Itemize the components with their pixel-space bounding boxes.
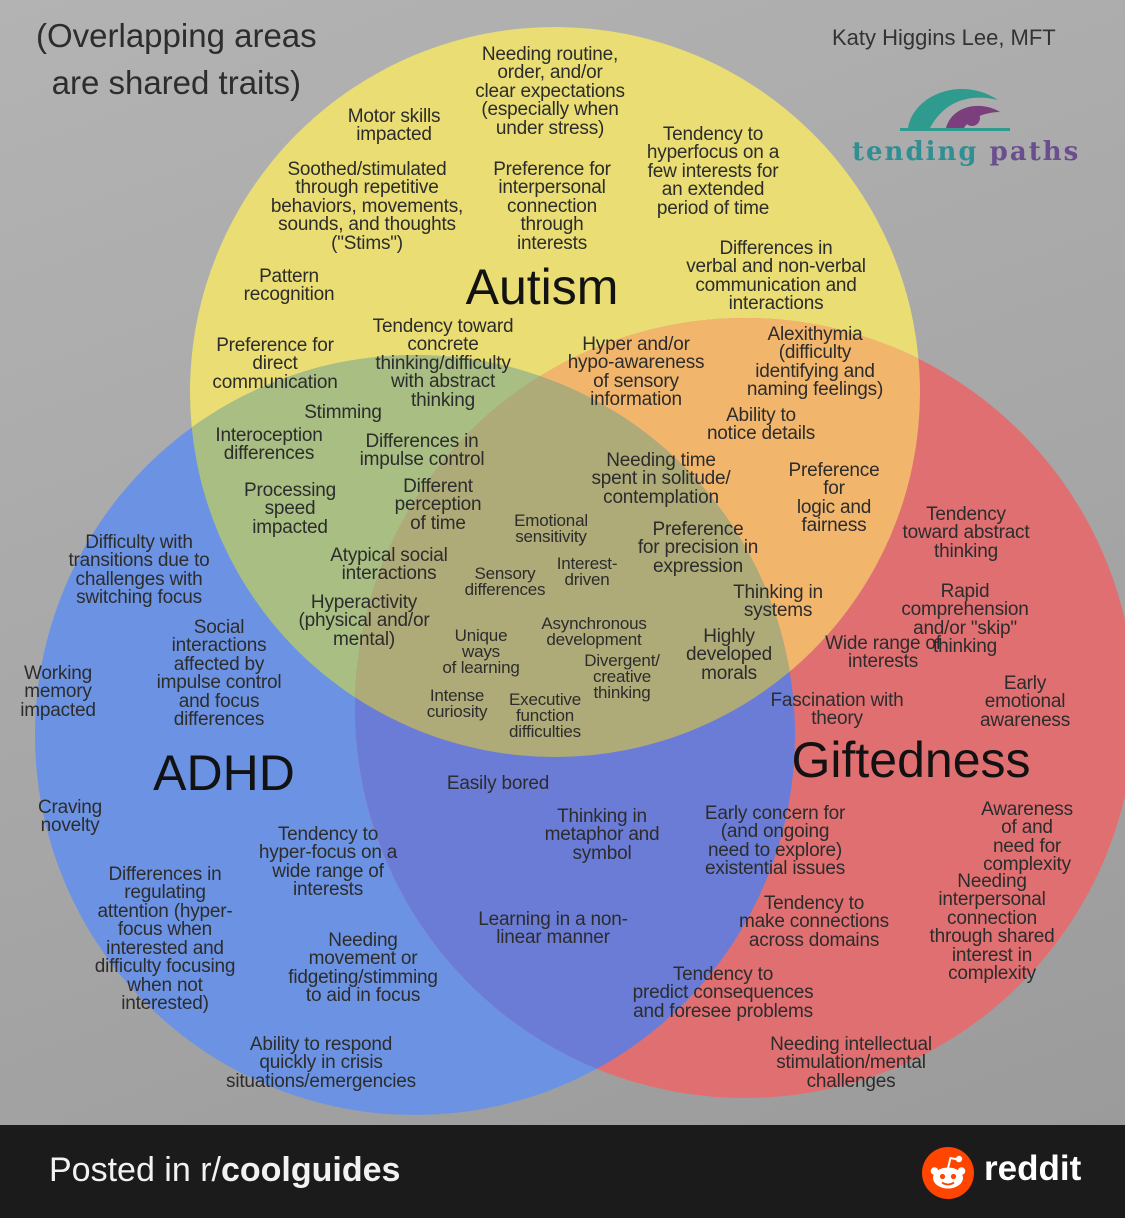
autism-giftedness-trait: Preference for logic and fairness	[788, 460, 880, 537]
autism-title: Autism	[465, 259, 619, 315]
shared-trait: Asynchronous development	[541, 614, 647, 650]
adhd-giftedness-trait: Thinking in metaphor and symbol	[544, 806, 660, 864]
autism-giftedness-trait: Ability to notice details	[706, 405, 816, 445]
reddit-footer-bar: Posted in r/coolguides reddit	[0, 1125, 1125, 1218]
adhd-trait: Tendency to hyper-focus on a wide range …	[258, 824, 398, 901]
shared-trait: Emotional sensitivity	[514, 511, 588, 547]
adhd-trait: Differences in regulating attention (hyp…	[94, 864, 236, 1014]
giftedness-trait: Fascination with theory	[770, 690, 904, 730]
autism-adhd-trait: Atypical social interactions	[330, 545, 448, 585]
adhd-giftedness-trait: Learning in a non- linear manner	[478, 909, 628, 949]
autism-adhd-trait: Different perception of time	[394, 476, 482, 534]
adhd-trait: Difficulty with transitions due to chall…	[68, 532, 210, 609]
autism-trait: Tendency to hyperfocus on a few interest…	[646, 124, 780, 219]
brand-word-2: paths	[989, 137, 1081, 167]
autism-giftedness-trait: Preference for precision in expression	[637, 519, 759, 577]
adhd-trait: Working memory impacted	[20, 663, 96, 721]
autism-trait: Pattern recognition	[243, 266, 335, 306]
adhd-title: ADHD	[153, 745, 295, 801]
overlap-note: (Overlapping areas are shared traits)	[36, 17, 317, 101]
shared-trait: Interest- driven	[556, 554, 618, 590]
autism-adhd-trait: Differences in impulse control	[359, 431, 485, 471]
autism-adhd-trait: Stimming	[304, 402, 382, 423]
author-credit: Katy Higgins Lee, MFT	[832, 25, 1056, 50]
adhd-trait: Social interactions affected by impulse …	[156, 617, 282, 731]
autism-adhd-trait: Hyperactivity (physical and/or mental)	[298, 592, 430, 650]
shared-trait: Unique ways of learning	[442, 626, 520, 678]
reddit-alien-icon[interactable]	[922, 1147, 974, 1199]
autism-trait: Differences in verbal and non-verbal com…	[686, 238, 866, 315]
autism-adhd-trait: Interoception differences	[215, 425, 323, 465]
autism-giftedness-trait: Thinking in systems	[733, 582, 823, 622]
autism-trait: Preference for interpersonal connection …	[493, 159, 611, 254]
autism-trait: Preference for direct communication	[212, 335, 338, 393]
autism-adhd-trait: Processing speed impacted	[244, 480, 336, 538]
giftedness-trait: Needing intellectual stimulation/mental …	[770, 1034, 932, 1092]
giftedness-trait: Tendency to predict consequences and for…	[632, 964, 814, 1022]
giftedness-trait: Awareness of and need for complexity	[981, 799, 1073, 876]
autism-giftedness-trait: Needing time spent in solitude/ contempl…	[591, 450, 731, 508]
tending-paths-wordmark: tending paths	[852, 137, 1080, 167]
giftedness-title: Giftedness	[791, 732, 1031, 788]
shared-trait: Sensory differences	[464, 564, 546, 600]
shared-trait: Intense curiosity	[426, 686, 488, 722]
adhd-trait: Ability to respond quickly in crisis sit…	[226, 1034, 416, 1092]
brand-word-1: tending	[852, 137, 979, 167]
shared-trait: Divergent/ creative thinking	[584, 651, 660, 703]
giftedness-trait: Early emotional awareness	[979, 673, 1071, 731]
giftedness-trait: Rapid comprehension and/or "skip" thinki…	[901, 581, 1029, 658]
venn-diagram-image: (Overlapping areas are shared traits) Ka…	[0, 0, 1125, 1125]
subreddit-name[interactable]: coolguides	[220, 1151, 401, 1189]
autism-trait: Motor skills impacted	[347, 106, 441, 146]
giftedness-trait: Wide range of interests	[825, 633, 941, 673]
autism-giftedness-trait: Highly developed morals	[686, 626, 772, 684]
venn-circles	[35, 27, 1125, 1115]
giftedness-trait: Tendency toward abstract thinking	[902, 504, 1030, 562]
posted-in-text[interactable]: Posted in r/coolguides	[49, 1151, 400, 1190]
autism-trait: Needing routine, order, and/or clear exp…	[475, 44, 625, 139]
giftedness-trait: Tendency to make connections across doma…	[739, 893, 889, 951]
adhd-trait: Needing movement or fidgeting/stimming t…	[288, 930, 438, 1007]
adhd-trait: Craving novelty	[37, 797, 103, 837]
posted-in-prefix: Posted in r/	[49, 1151, 221, 1189]
autism-trait: Soothed/stimulated through repetitive be…	[270, 159, 464, 254]
giftedness-trait: Needing interpersonal connection through…	[929, 871, 1055, 985]
autism-trait: Alexithymia (difficulty identifying and …	[746, 324, 884, 401]
reddit-wordmark[interactable]: reddit	[984, 1149, 1082, 1188]
shared-trait: Executive function difficulties	[509, 690, 581, 742]
tending-paths-wave-logo-icon	[900, 89, 1010, 131]
adhd-giftedness-trait: Easily bored	[446, 773, 550, 794]
autism-trait: Hyper and/or hypo-awareness of sensory i…	[567, 334, 705, 411]
giftedness-trait: Early concern for (and ongoing need to e…	[704, 803, 846, 880]
autism-trait: Tendency toward concrete thinking/diffic…	[372, 316, 514, 411]
